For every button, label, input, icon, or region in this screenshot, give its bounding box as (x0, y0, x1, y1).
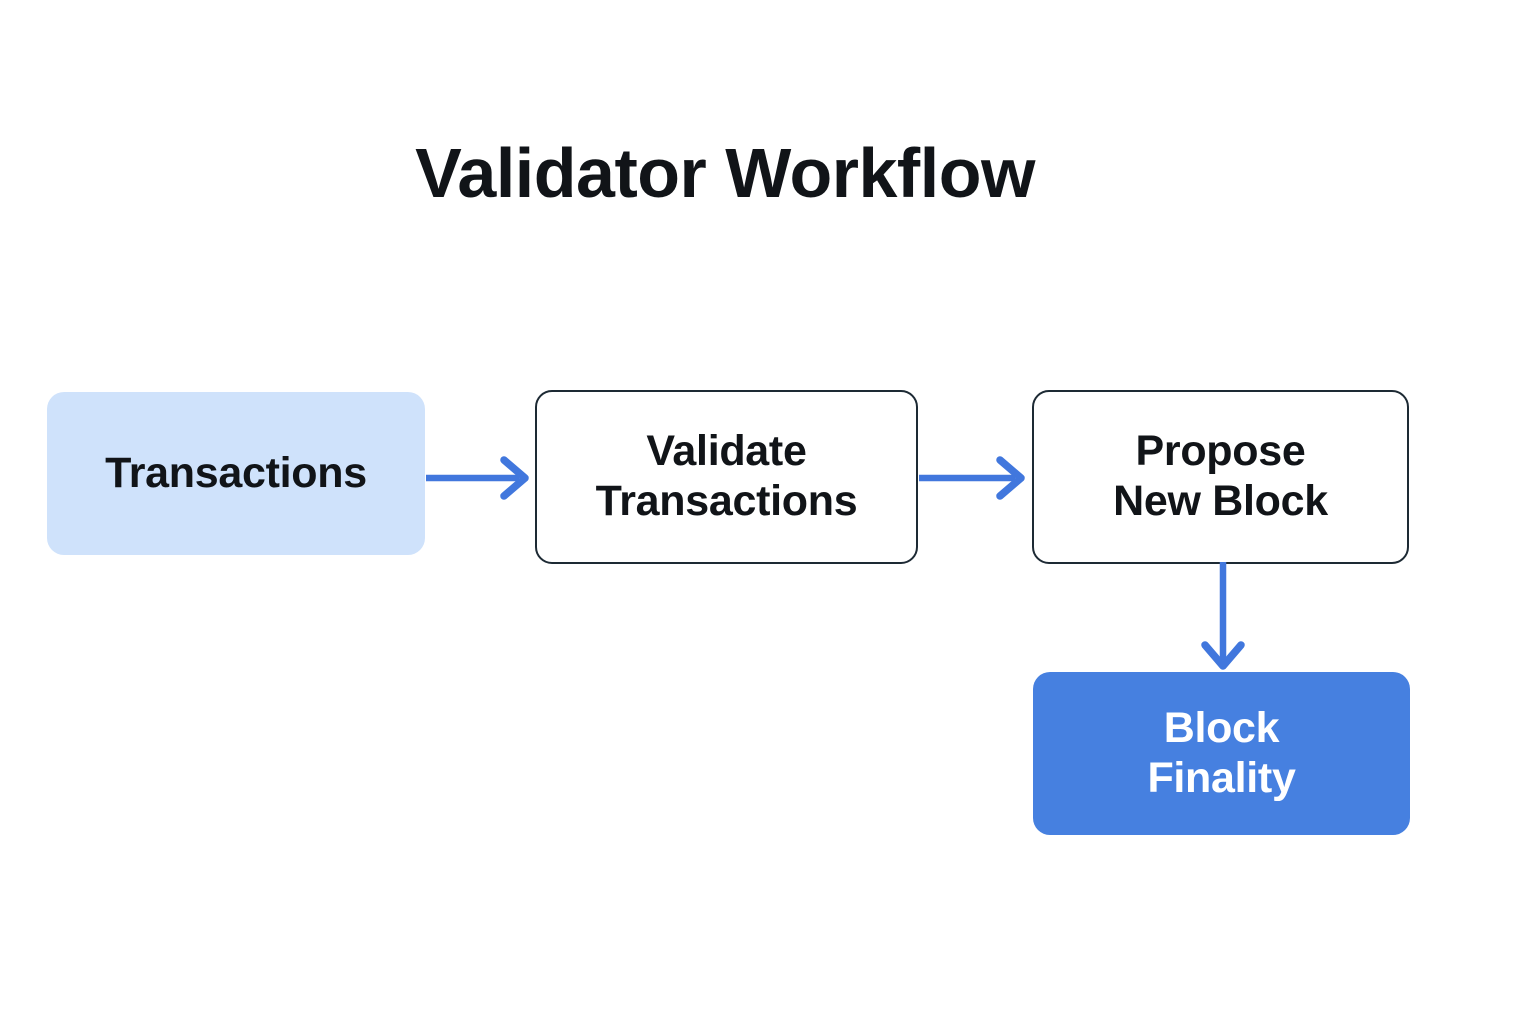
arrow-validate-to-propose (919, 456, 1025, 500)
node-block-finality-label: Block Finality (1147, 703, 1296, 802)
page-title: Validator Workflow (415, 134, 1035, 212)
node-block-finality[interactable]: Block Finality (1033, 672, 1410, 835)
node-validate-transactions-label: Validate Transactions (595, 427, 858, 525)
arrow-propose-to-finality (1201, 562, 1245, 670)
arrow-transactions-to-validate (426, 456, 529, 500)
node-propose-new-block[interactable]: Propose New Block (1032, 390, 1409, 564)
node-transactions-label: Transactions (105, 448, 367, 497)
node-validate-transactions[interactable]: Validate Transactions (535, 390, 918, 564)
node-transactions[interactable]: Transactions (47, 392, 425, 555)
node-propose-new-block-label: Propose New Block (1113, 427, 1328, 525)
